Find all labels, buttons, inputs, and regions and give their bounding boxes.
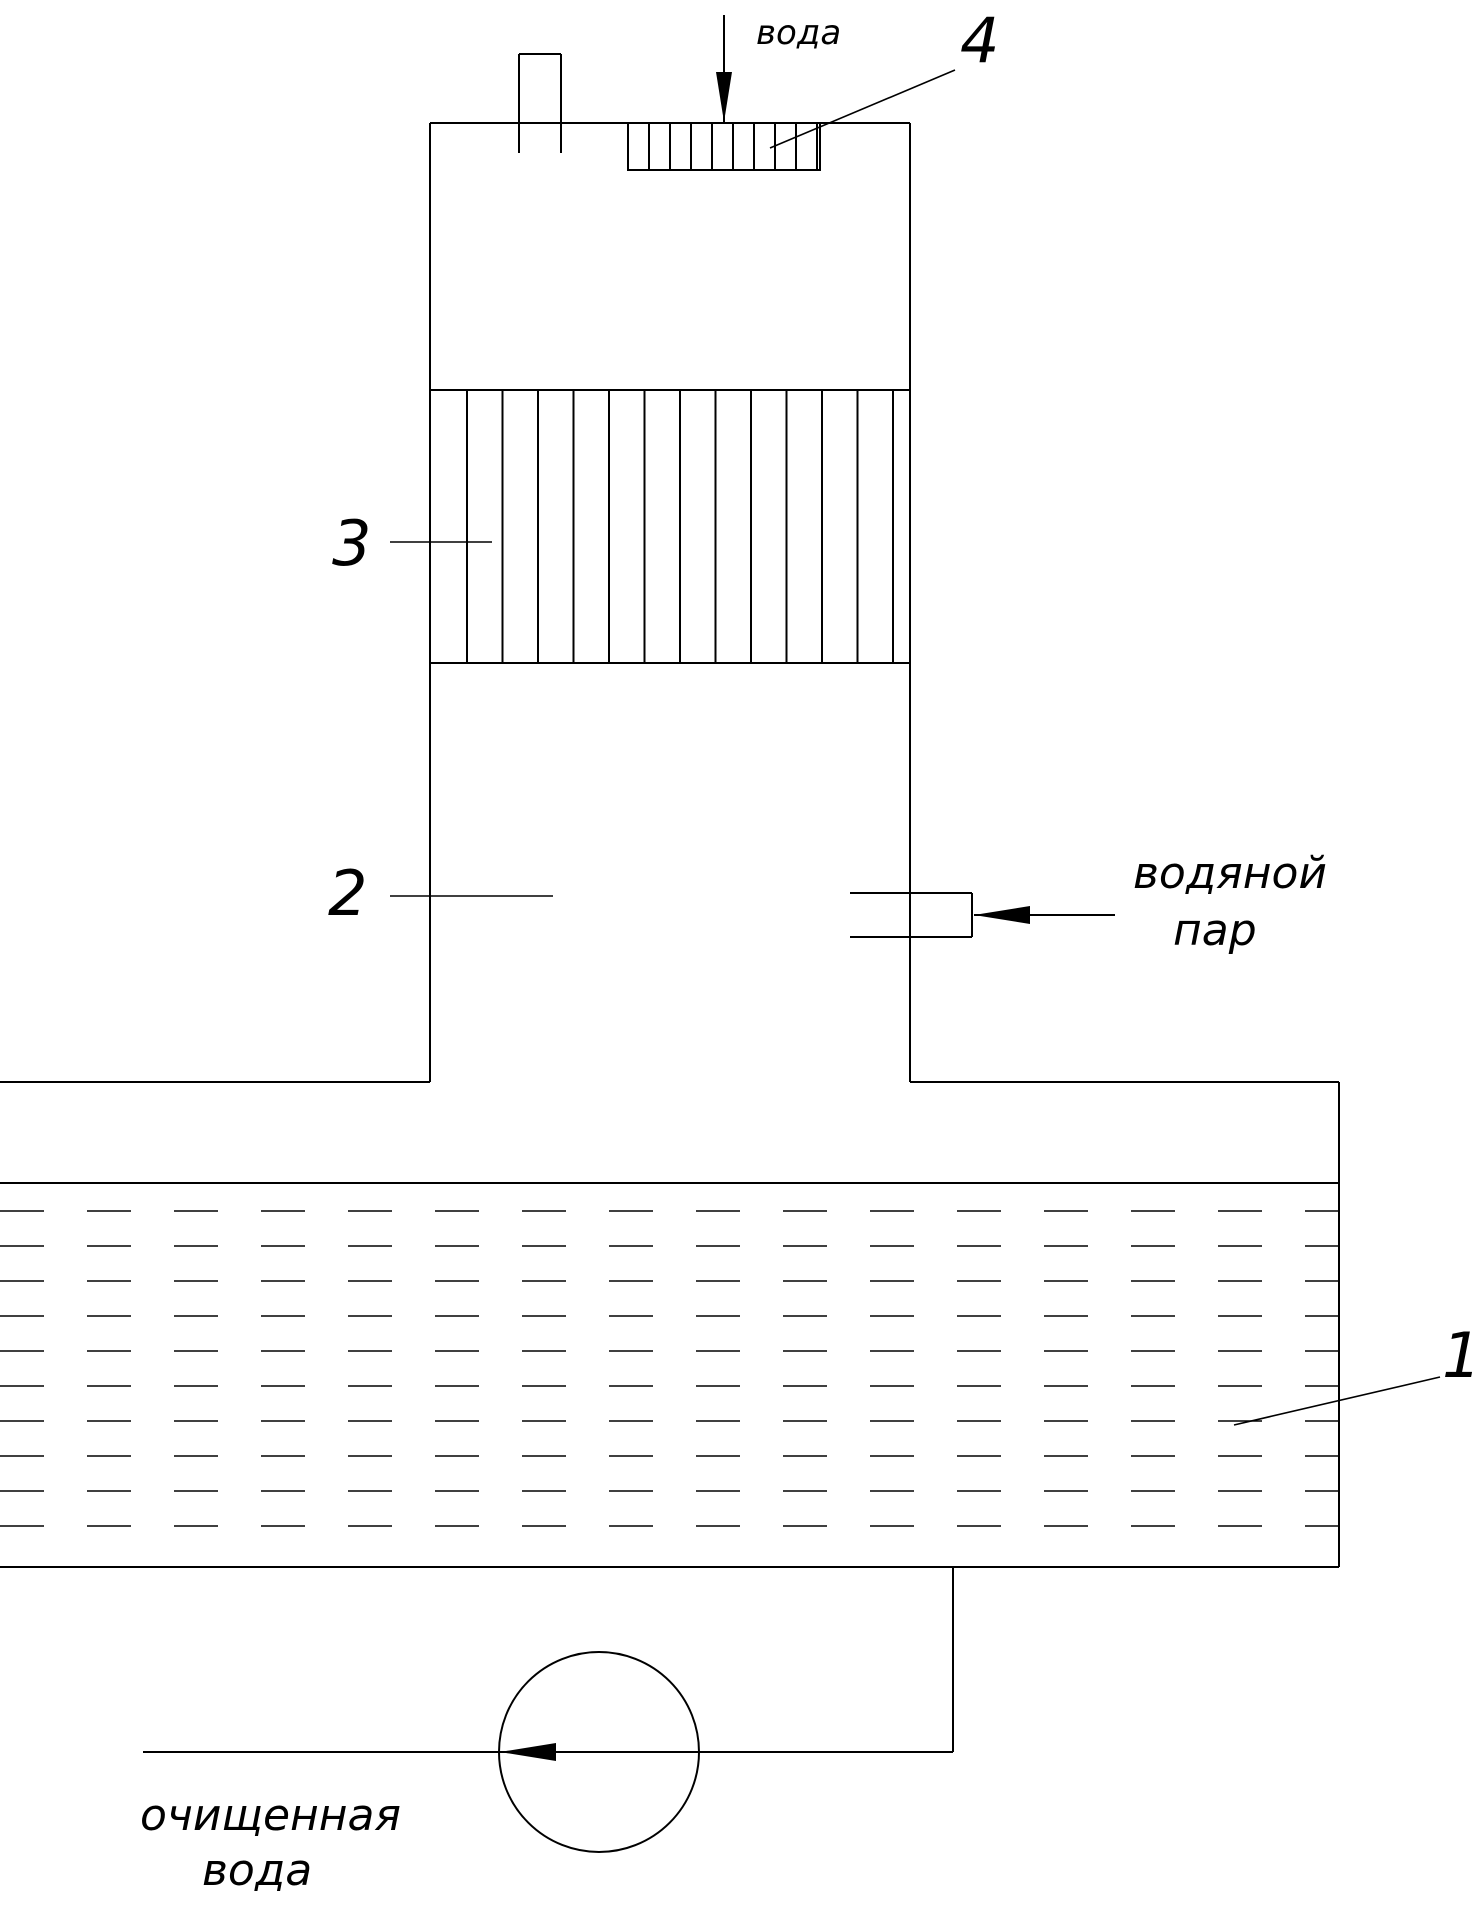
label-3: 3: [332, 507, 371, 580]
water-distributor: [627, 122, 821, 171]
pump: [498, 1651, 700, 1853]
label-1: 1: [1442, 1319, 1481, 1392]
label-outlet-line2: вода: [202, 1845, 312, 1896]
label-2: 2: [328, 857, 367, 930]
vent-pipe: [518, 53, 562, 153]
leader-line-4: [769, 69, 956, 149]
outlet-pipe: [143, 1567, 954, 1753]
label-4: 4: [960, 4, 999, 77]
steam-inlet-pipe: [850, 892, 973, 938]
label-water-in: вода: [756, 13, 841, 53]
label-steam-line2: пар: [1173, 905, 1257, 956]
packing-section: [430, 389, 910, 664]
leader-line-1: [1233, 1376, 1441, 1426]
steam-inlet-arrow: [974, 906, 1115, 924]
label-steam-line1: водяной: [1133, 848, 1327, 899]
storage-tank: [0, 1081, 1340, 1568]
label-outlet-line1: очищенная: [140, 1790, 401, 1841]
water-inlet-arrow: [716, 15, 732, 123]
